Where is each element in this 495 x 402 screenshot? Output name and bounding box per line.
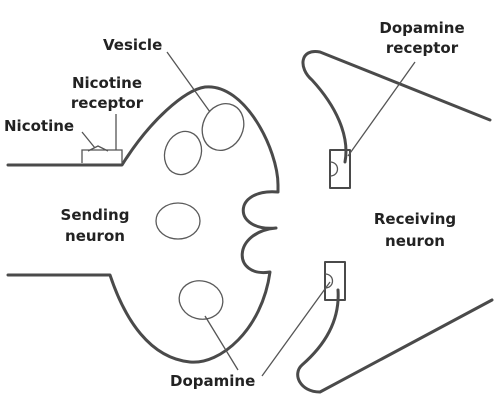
sending-neuron-label-line1: Sending: [55, 207, 135, 224]
nicotine-leader: [82, 132, 95, 148]
vesicle-label: Vesicle: [103, 37, 162, 54]
dopamine-receptor-lower-notch: [325, 274, 333, 288]
receiving-neuron-label-line2: neuron: [365, 233, 465, 250]
vesicle-middle: [156, 203, 200, 239]
dopamine-receptor-label-line2: receptor: [372, 40, 472, 57]
receiving-neuron-label-line1: Receiving: [365, 211, 465, 228]
nicotine-receptor-label-line1: Nicotine: [67, 75, 147, 92]
dopamine-leader-right: [262, 282, 330, 376]
dopamine-receptor-upper-notch: [330, 162, 338, 176]
dopamine-receptor-label-line1: Dopamine: [372, 20, 472, 37]
dopamine-label: Dopamine: [170, 373, 255, 390]
nicotine-receptor: [82, 150, 122, 163]
nicotine-receptor-label-line2: receptor: [67, 95, 147, 112]
receiving-neuron-upper-membrane: [303, 51, 490, 162]
vesicle-top-left: [159, 126, 208, 180]
nicotine-label: Nicotine: [4, 118, 74, 135]
sending-neuron-label-line2: neuron: [55, 228, 135, 245]
dopamine-receptor-lower: [325, 262, 345, 300]
vesicle-bottom: [175, 276, 227, 324]
receiving-neuron-lower-membrane: [298, 290, 492, 392]
